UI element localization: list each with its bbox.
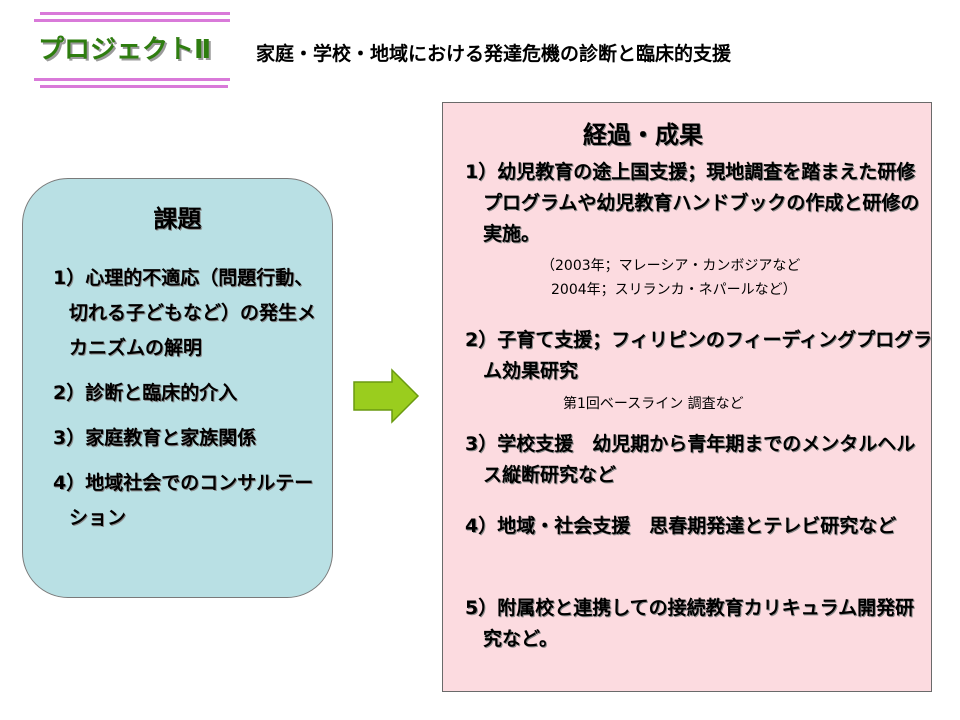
decorative-line: [40, 85, 228, 88]
issue-item: 1）心理的不適応（問題行動、切れる子どもなど）の発生メカニズムの解明: [53, 267, 317, 359]
right-arrow-icon: [353, 368, 420, 424]
result-item: 5）附属校と連携しての接続教育カリキュラム開発研究など。: [465, 597, 915, 650]
project-label: プロジェクトⅡ: [38, 35, 212, 65]
result-note: 2004年；スリランカ・ネパールなど）: [551, 282, 797, 298]
decorative-line: [40, 12, 230, 15]
result-item: 1）幼児教育の途上国支援；現地調査を踏まえた研修プログラムや幼児教育ハンドブック…: [465, 161, 920, 245]
decorative-line: [34, 78, 230, 81]
results-box: 経過・成果 1）幼児教育の途上国支援；現地調査を踏まえた研修プログラムや幼児教育…: [442, 102, 932, 692]
issues-box: 課題 1）心理的不適応（問題行動、切れる子どもなど）の発生メカニズムの解明 2）…: [22, 178, 333, 598]
issues-heading: 課題: [153, 205, 202, 233]
issue-item: 2）診断と臨床的介入: [53, 382, 238, 404]
result-note: 第1回ベースライン 調査など: [563, 396, 744, 412]
decorative-line: [34, 19, 230, 22]
page-title: 家庭・学校・地域における発達危機の診断と臨床的支援: [256, 43, 732, 65]
issue-item: 4）地域社会でのコンサルテーション: [53, 472, 314, 529]
issues-list: 1）心理的不適応（問題行動、切れる子どもなど）の発生メカニズムの解明 2）診断と…: [53, 261, 323, 546]
result-item: 4）地域・社会支援 思春期発達とテレビ研究など: [465, 515, 897, 537]
result-item: 2）子育て支援；フィリピンのフィーディングプログラム効果研究: [465, 329, 933, 382]
result-note: （2003年；マレーシア・カンボジアなど: [541, 258, 801, 274]
result-item: 3）学校支援 幼児期から青年期までのメンタルヘルス縦断研究など: [465, 433, 916, 486]
issue-item: 3）家庭教育と家族関係: [53, 427, 257, 449]
results-heading: 経過・成果: [583, 121, 703, 149]
